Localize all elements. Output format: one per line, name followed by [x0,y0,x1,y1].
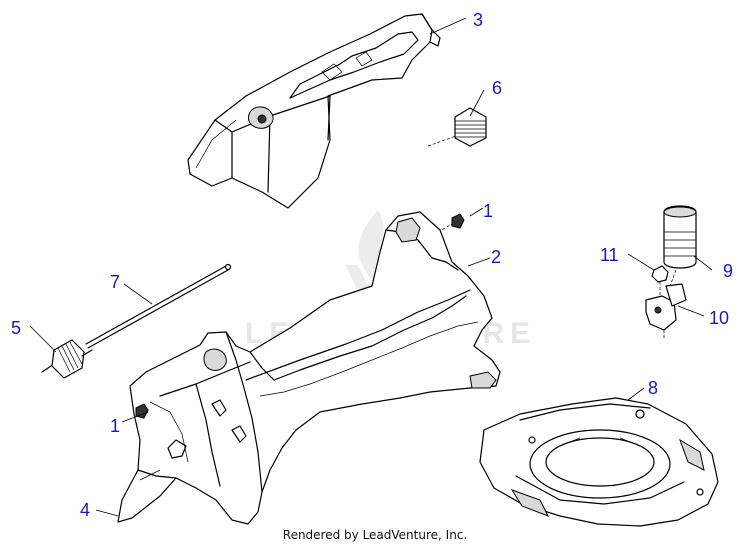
part-10-bracket [645,283,687,340]
callout-1-upper: 1 [483,201,493,221]
part-3-rear-shield [187,13,441,209]
part-2-4-deck-frame [117,211,501,525]
footer-credit: Rendered by LeadVenture, Inc. [282,528,468,542]
part-9-knob [663,205,697,287]
callout-1-lower: 1 [110,416,120,436]
callout-10: 10 [709,308,729,328]
part-6-spring [427,107,487,147]
leader-lines [29,17,713,517]
callout-4: 4 [80,500,90,520]
callout-labels: 1 1 2 3 4 5 6 7 8 9 10 11 [11,10,733,520]
part-1-nut-lower [135,403,149,419]
part-7-rod [85,263,232,349]
callout-3: 3 [473,10,483,30]
part-11-bolt [651,265,669,296]
callout-8: 8 [648,378,658,398]
callout-5: 5 [11,318,21,338]
part-8-deck-cover [479,397,719,527]
callout-7: 7 [110,272,120,292]
callout-2: 2 [491,247,501,267]
part-1-nut-upper [437,213,465,233]
callout-6: 6 [492,78,502,98]
part-5-spring [41,339,93,379]
callout-9: 9 [723,261,733,281]
callout-11: 11 [600,245,619,265]
